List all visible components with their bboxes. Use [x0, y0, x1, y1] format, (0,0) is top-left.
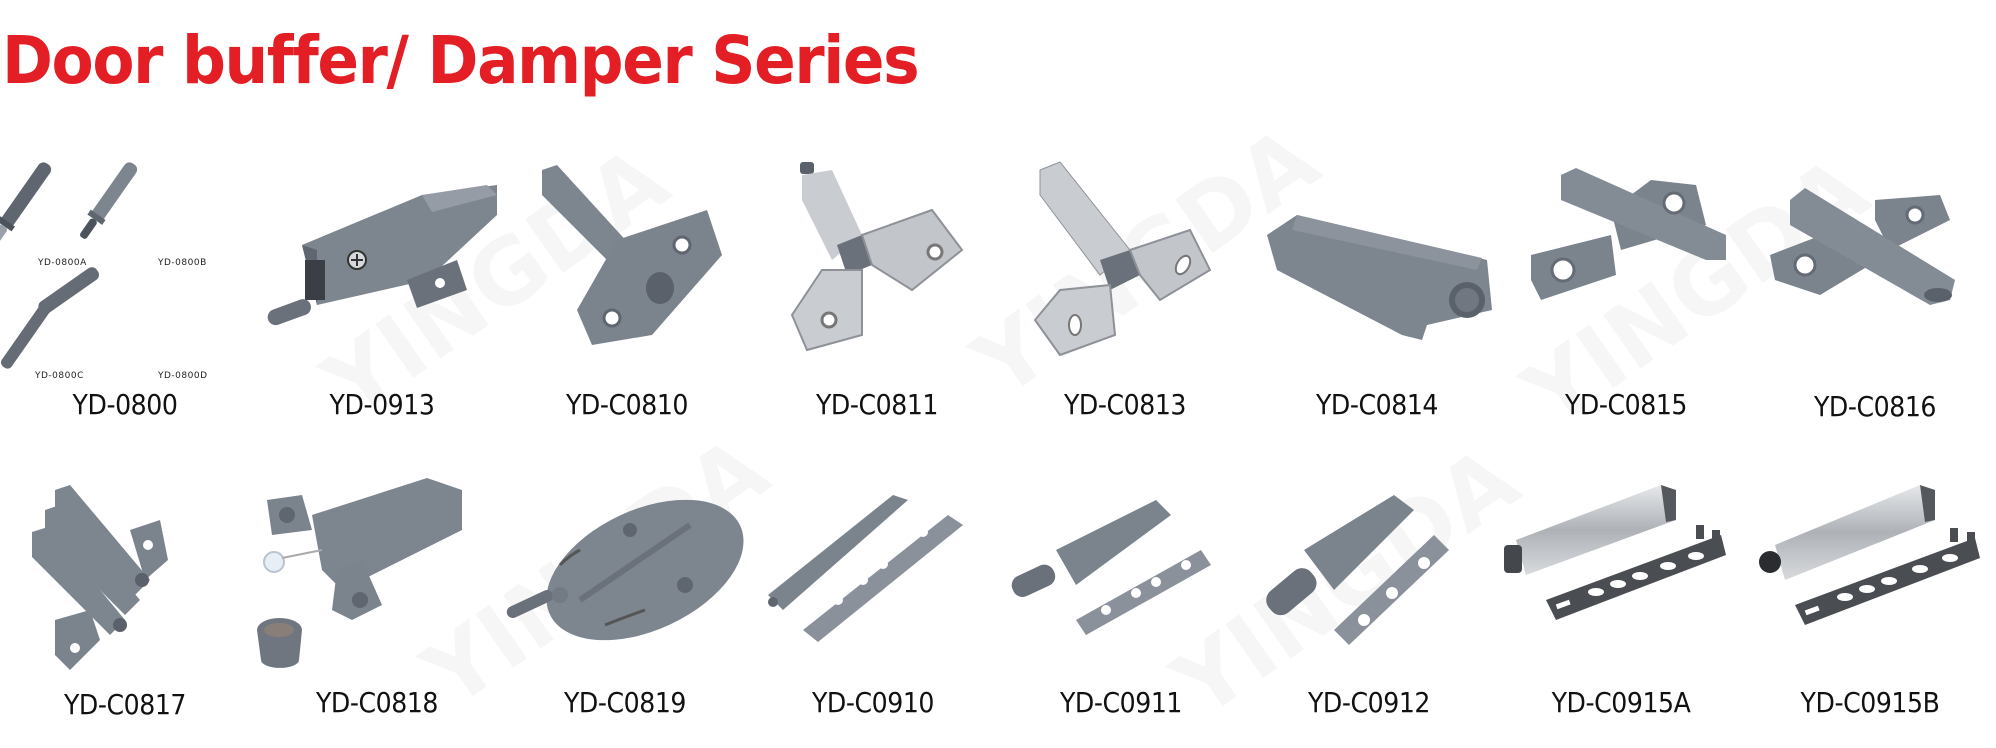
- product-code: YD-0800: [72, 388, 178, 421]
- product-code: YD-C0910: [811, 686, 935, 719]
- product-image-yd-0800: YD-0800A YD-0800B YD-0800C YD-0800D: [0, 140, 250, 380]
- product-image-yd-c0810: [502, 140, 752, 380]
- product-image-yd-c0911: [996, 470, 1246, 680]
- product-image-yd-c0915b: [1745, 470, 1995, 680]
- variant-label: YD-0800C: [34, 371, 84, 380]
- product-card[interactable]: YD-0913: [257, 140, 507, 430]
- product-card[interactable]: YD-C0814: [1252, 140, 1502, 430]
- product-card[interactable]: YD-C0815: [1501, 140, 1751, 430]
- product-card[interactable]: YD-C0813: [1000, 140, 1250, 430]
- product-card[interactable]: YD-C0915B: [1745, 470, 1995, 740]
- product-image-yd-c0816: [1750, 140, 1996, 380]
- product-code: YD-C0818: [315, 686, 439, 719]
- product-image-yd-c0818: [252, 470, 502, 680]
- variant-label: YD-0800D: [157, 371, 208, 380]
- page-title: Door buffer/ Damper Series: [2, 22, 920, 99]
- product-code: YD-C0814: [1315, 388, 1439, 421]
- product-image-yd-0913: [257, 140, 507, 380]
- product-card[interactable]: YD-C0811: [752, 140, 1002, 430]
- product-card[interactable]: YD-C0912: [1244, 470, 1494, 740]
- product-code: YD-C0915A: [1551, 686, 1691, 719]
- product-card[interactable]: YD-C0810: [502, 140, 752, 430]
- product-card[interactable]: YD-C0911: [996, 470, 1246, 740]
- product-card[interactable]: YD-C0818: [252, 470, 502, 740]
- product-image-yd-c0910: [748, 470, 998, 680]
- product-code: YD-C0813: [1063, 388, 1187, 421]
- product-code: YD-0913: [329, 388, 435, 421]
- product-code: YD-C0810: [565, 388, 689, 421]
- variant-label: YD-0800A: [37, 258, 87, 268]
- variant-label: YD-0800B: [157, 258, 207, 268]
- product-image-yd-c0819: [500, 470, 750, 680]
- product-code: YD-C0815: [1564, 388, 1688, 421]
- product-image-yd-c0912: [1244, 470, 1494, 680]
- product-card[interactable]: YD-C0910: [748, 470, 998, 740]
- product-card[interactable]: YD-C0915A: [1496, 470, 1746, 740]
- product-card[interactable]: YD-C0817: [0, 470, 250, 740]
- product-code: YD-C0912: [1307, 686, 1431, 719]
- product-code: YD-C0811: [815, 388, 939, 421]
- product-image-yd-c0811: [752, 140, 1002, 380]
- product-image-yd-c0815: [1501, 140, 1751, 380]
- product-card[interactable]: YD-0800A YD-0800B YD-0800C YD-0800D YD-0…: [0, 140, 250, 430]
- product-code: YD-C0911: [1059, 686, 1183, 719]
- product-code: YD-C0817: [63, 688, 187, 721]
- product-image-yd-c0813: [1000, 140, 1250, 380]
- product-code: YD-C0819: [563, 686, 687, 719]
- product-image-yd-c0817: [0, 470, 250, 680]
- product-image-yd-c0814: [1252, 140, 1502, 380]
- product-image-yd-c0915a: [1496, 470, 1746, 680]
- damper-rod-icon: [0, 162, 138, 369]
- product-code: YD-C0816: [1813, 390, 1937, 423]
- product-card[interactable]: YD-C0816: [1750, 140, 1996, 430]
- product-card[interactable]: YD-C0819: [500, 470, 750, 740]
- product-code: YD-C0915B: [1800, 686, 1940, 719]
